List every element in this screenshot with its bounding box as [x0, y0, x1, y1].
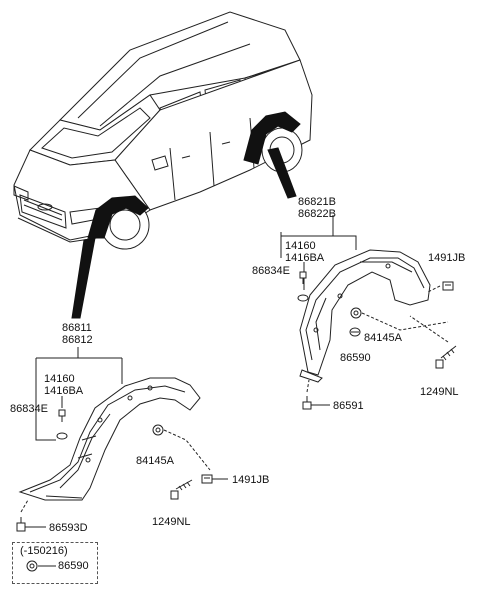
rear-clip-icon [442, 281, 454, 291]
front-nut-label: 84145A [136, 455, 174, 467]
rear-bottom-screw-label: 86591 [333, 400, 364, 412]
vehicle-illustration [13, 11, 313, 250]
rear-group-label-2: 86822B [298, 208, 336, 220]
front-group-label-1: 86811 [62, 322, 92, 334]
front-long-screw-label: 1249NL [152, 516, 191, 528]
front-bottom-screw-icon [16, 517, 46, 532]
rear-fastener-label-1: 14160 [285, 240, 316, 252]
rear-guard-highlight [243, 111, 301, 165]
rear-wheel-guard [299, 249, 431, 383]
front-washer-icon [56, 432, 68, 440]
rear-grommet-icon [349, 327, 361, 337]
rear-long-screw-label: 1249NL [420, 386, 459, 398]
front-pointer [71, 237, 96, 319]
rear-grommet-label: 86590 [340, 352, 371, 364]
rear-washer-label: 86834E [252, 265, 290, 277]
rear-nut-icon [350, 307, 362, 319]
note-grommet-icon [26, 560, 56, 572]
rear-clip-top-label: 1491JB [428, 252, 466, 264]
rear-bottom-screw-icon [302, 396, 330, 410]
rear-pointer [267, 147, 297, 199]
front-wheel-guard [18, 377, 201, 501]
note-box-part-label: 86590 [58, 560, 89, 572]
front-fastener-label-2: 1416BA [44, 385, 84, 397]
rear-group-label-1: 86821B [298, 196, 336, 208]
front-group-label-2: 86812 [62, 334, 93, 346]
front-bottom-screw-label: 86593D [49, 522, 88, 534]
front-long-screw-icon [170, 479, 193, 500]
front-guard-highlight [87, 195, 149, 239]
note-box [12, 542, 98, 584]
front-fastener-label-1: 14160 [44, 373, 75, 385]
front-nut-icon [152, 424, 164, 436]
front-bolt-icon [58, 409, 66, 422]
front-washer-label: 86834E [10, 403, 48, 415]
rear-nut-label: 84145A [364, 332, 402, 344]
rear-washer-icon [297, 294, 309, 302]
front-clip-label: 1491JB [232, 474, 270, 486]
rear-bolt-icon [299, 271, 307, 284]
note-box-label: (-150216) [20, 545, 68, 557]
front-clip-icon [201, 474, 213, 484]
rear-fastener-label-2: 1416BA [285, 252, 325, 264]
rear-long-screw-icon [435, 345, 457, 369]
